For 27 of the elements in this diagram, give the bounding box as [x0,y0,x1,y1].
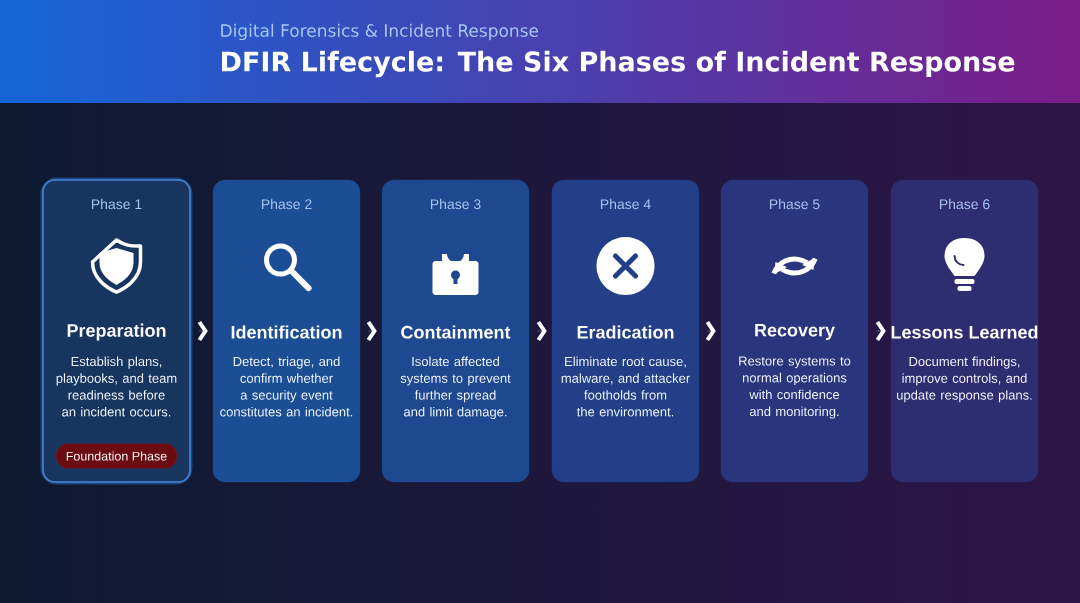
subtitle: Digital Forensics & Incident Response [221,23,539,41]
phase-card [381,179,530,483]
phase-description: Isolate affected systems to prevent further spread and limit damage. [400,356,511,420]
phase-description: Document findings, improve controls, and update response plans. [897,356,1032,403]
phase-card [720,179,869,483]
phase-title: Eradication [577,325,674,339]
phase-label: Phase 6 [939,198,990,210]
phase-title: Preparation [67,323,166,341]
phase-description: Establish plans, playbooks, and team readiness before an incident occurs. [56,356,177,417]
phase-card [551,179,700,483]
phase-badge: Foundation Phase [56,443,177,469]
phase-label: Phase 2 [261,198,312,210]
phase-label: Phase 5 [769,198,820,210]
phase-description: Detect, triage, and confirm whether a security event constitutes an incident. [220,356,353,417]
phase-card [890,179,1039,483]
phase-title: Identification [231,325,342,339]
phase-title: Containment [401,325,511,339]
phase-label: Phase 3 [430,198,481,210]
phase-label: Phase 1 [91,198,142,210]
phase-title: Lessons Learned [891,325,1038,339]
phase-label: Phase 4 [600,198,651,210]
phase-card [40,177,193,485]
phase-title: Recovery [755,323,835,341]
phase-card [212,179,361,483]
phase-description: Eliminate root cause, malware, and attacker footholds from the environment. [561,356,690,417]
title: DFIR Lifecycle: The Six Phases of Incident Response [222,50,1015,78]
phase-description: Restore systems to normal operations with confidence and monitoring. [739,356,851,419]
